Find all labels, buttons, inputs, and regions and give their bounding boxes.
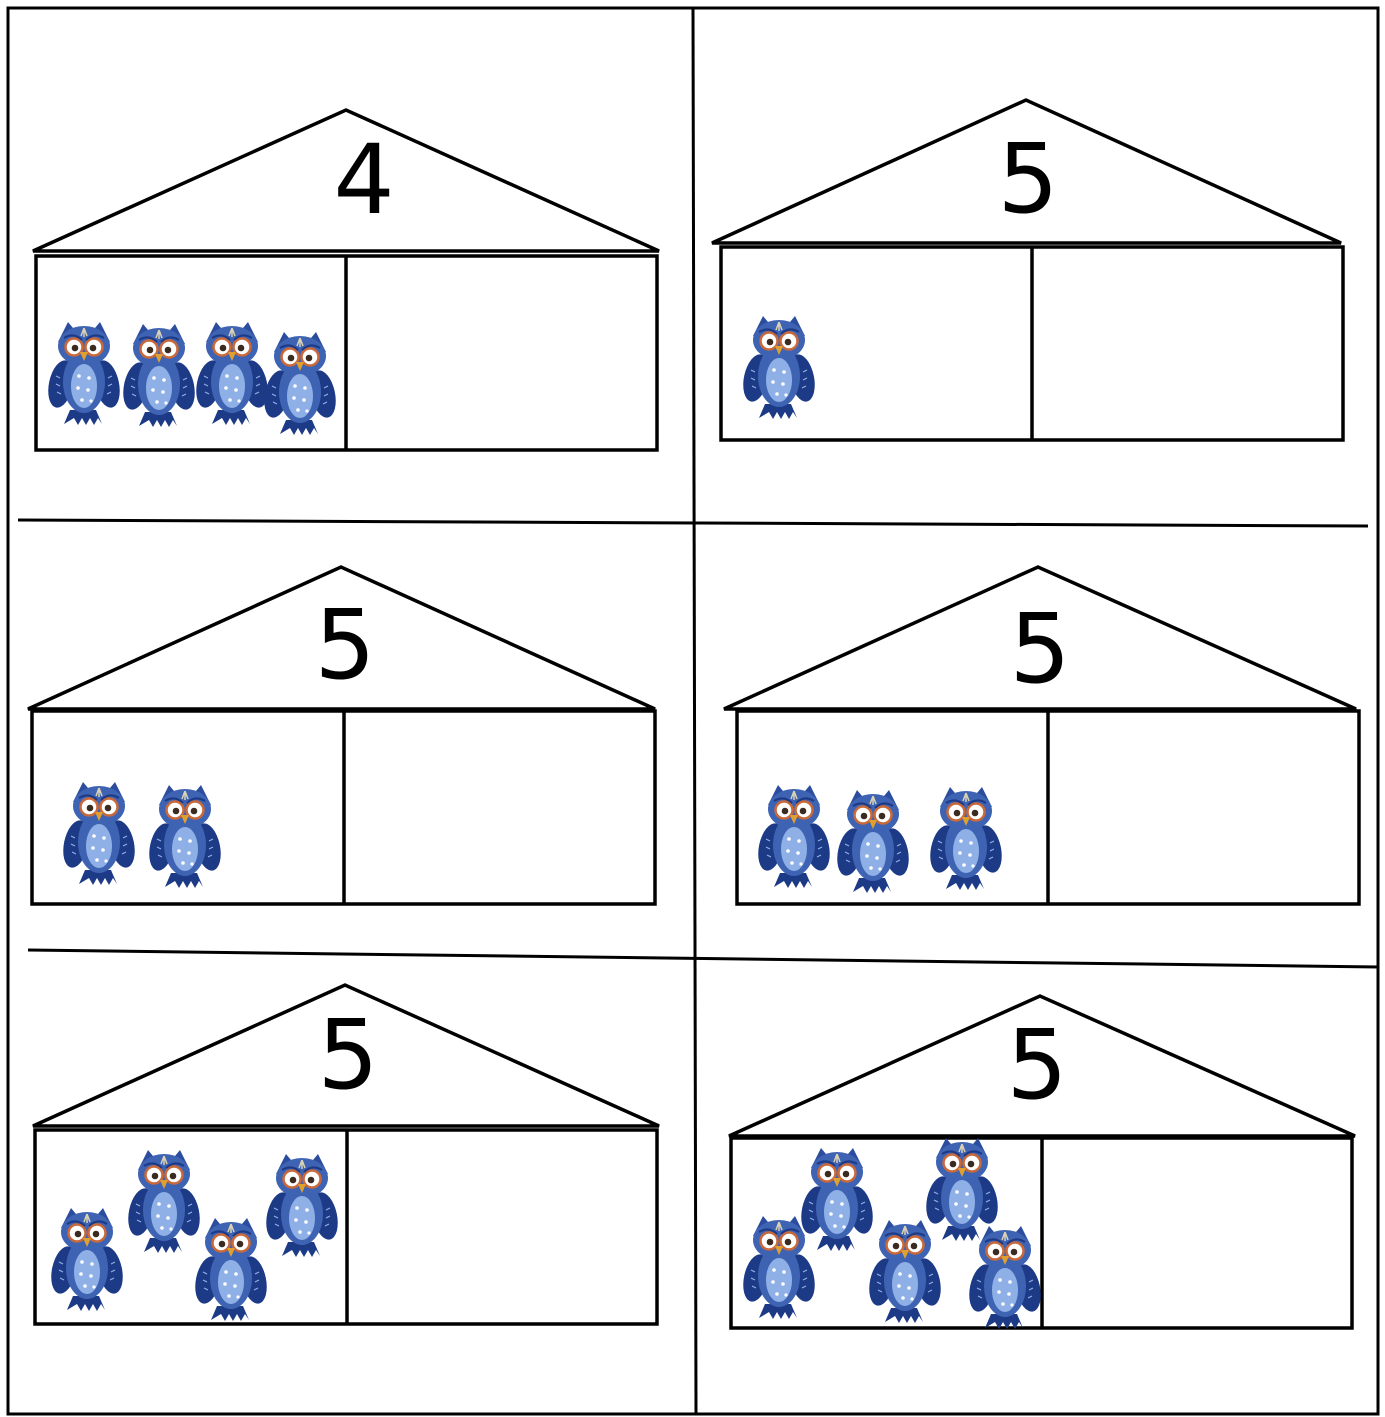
owl-icon	[44, 322, 123, 425]
right-room-answer-space[interactable]	[1034, 249, 1341, 438]
right-room-answer-space[interactable]	[348, 258, 655, 448]
right-room-answer-space[interactable]	[1044, 1140, 1350, 1326]
owl-icon	[965, 1226, 1044, 1329]
owl-icon	[47, 1208, 126, 1311]
left-room	[739, 1138, 1044, 1329]
left-room	[44, 322, 339, 435]
owl-icon	[262, 1154, 341, 1257]
owl-icon	[833, 790, 912, 893]
house-total-number: 4	[333, 124, 394, 236]
owl-icon	[191, 1218, 270, 1321]
owl-icon	[119, 324, 198, 427]
owl-icon	[922, 1138, 1001, 1241]
number-house-card-1: 4	[33, 110, 659, 450]
owl-icon	[754, 785, 833, 888]
right-room-answer-space[interactable]	[1050, 713, 1357, 902]
right-room-answer-space[interactable]	[349, 1132, 655, 1322]
right-room-answer-space[interactable]	[346, 713, 653, 902]
left-room	[754, 785, 1005, 893]
house-total-number: 5	[997, 123, 1058, 235]
owl-icon	[260, 332, 339, 435]
owl-icon	[124, 1150, 203, 1253]
left-room	[739, 316, 818, 419]
house-total-number: 5	[1006, 1009, 1067, 1121]
owl-icon	[739, 316, 818, 419]
house-total-number: 5	[317, 999, 378, 1111]
number-house-card-5: 5	[33, 985, 659, 1324]
owl-icon	[145, 785, 224, 888]
left-room	[59, 782, 224, 888]
house-total-number: 5	[314, 589, 375, 701]
owl-icon	[865, 1220, 944, 1323]
number-house-card-2: 5	[712, 100, 1343, 440]
owl-icon	[797, 1148, 876, 1251]
number-house-card-4: 5	[724, 567, 1359, 904]
number-house-card-3: 5	[28, 567, 655, 904]
owl-icon	[59, 782, 138, 885]
number-house-card-6: 5	[729, 996, 1355, 1329]
house-total-number: 5	[1009, 593, 1070, 705]
owl-icon	[926, 787, 1005, 890]
left-room	[47, 1150, 341, 1321]
owl-icon	[192, 322, 271, 425]
